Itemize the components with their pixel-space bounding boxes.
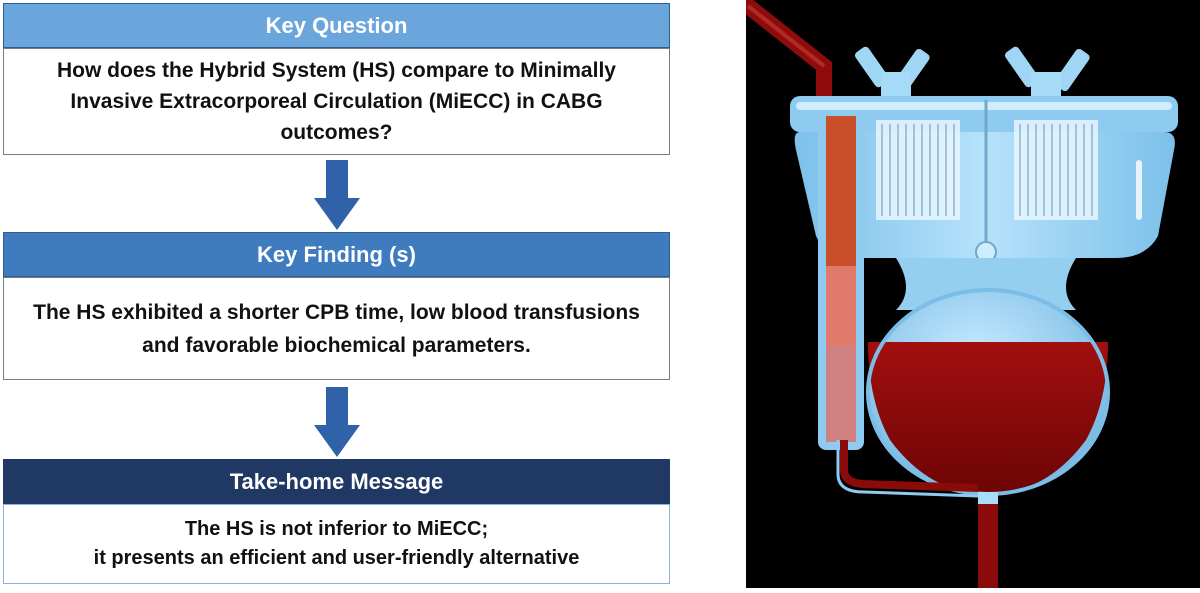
key-findings-box: The HS exhibited a shorter CPB time, low… (3, 277, 670, 380)
take-home-line: it presents an efficient and user-friend… (93, 547, 580, 569)
key-question-text: How does the Hybrid System (HS) compare … (57, 55, 616, 148)
take-home-box: The HS is not inferior to MiECC; it pres… (3, 504, 670, 584)
filter-left (876, 120, 960, 220)
key-question-header: Key Question (3, 3, 670, 48)
key-question-box: How does the Hybrid System (HS) compare … (3, 48, 670, 155)
filter-right (1014, 120, 1098, 220)
key-question-line: How does the Hybrid System (HS) compare … (57, 59, 616, 82)
key-findings-line: and favorable biochemical parameters. (142, 333, 531, 357)
down-arrow-icon (314, 160, 360, 230)
down-arrow-icon (314, 387, 360, 457)
key-question-line: Invasive Extracorporeal Circulation (MiE… (70, 90, 603, 113)
take-home-text: The HS is not inferior to MiECC; it pres… (94, 515, 580, 573)
reservoir-illustration (740, 0, 1200, 588)
key-findings-title: Key Finding (s) (257, 241, 416, 267)
take-home-header: Take-home Message (3, 459, 670, 504)
reservoir-drawing (740, 0, 1178, 588)
key-question-line: outcomes? (280, 121, 393, 144)
key-findings-line: The HS exhibited a shorter CPB time, low… (33, 300, 640, 324)
take-home-line: The HS is not inferior to MiECC; (184, 518, 489, 540)
take-home-title: Take-home Message (229, 468, 444, 494)
key-findings-text: The HS exhibited a shorter CPB time, low… (33, 296, 640, 362)
key-question-title: Key Question (265, 12, 408, 38)
key-findings-header: Key Finding (s) (3, 232, 670, 277)
